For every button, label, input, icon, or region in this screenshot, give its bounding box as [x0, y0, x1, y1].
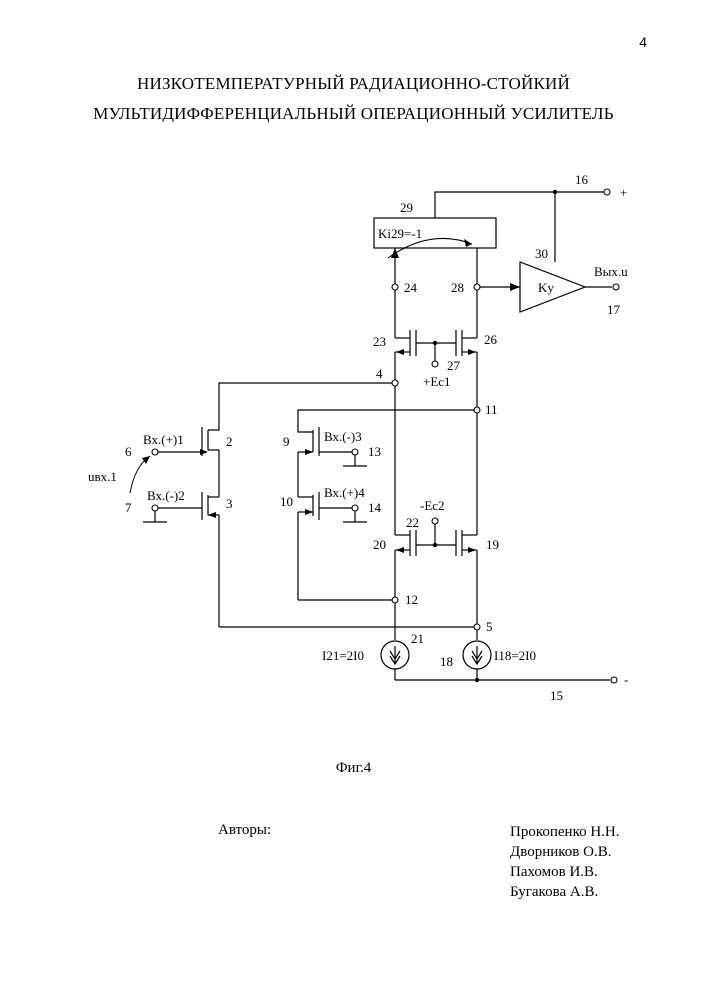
label-12: 12 — [405, 592, 418, 607]
current-source-arrows — [390, 646, 482, 664]
label-9: 9 — [283, 434, 290, 449]
label-i18: I18=2I0 — [494, 648, 536, 663]
author-name: Прокопенко Н.Н. — [510, 822, 620, 842]
circuit-wires — [143, 192, 612, 680]
label-5: 5 — [486, 619, 493, 634]
label-27: 27 — [447, 358, 461, 373]
label-in1: Вх.(+)1 — [143, 432, 184, 447]
label-28: 28 — [451, 280, 464, 295]
author-name: Пахомов И.В. — [510, 862, 620, 882]
label-amp30: Kу — [538, 280, 554, 295]
label-ec2: -Ec2 — [420, 498, 445, 513]
label-30: 30 — [535, 246, 548, 261]
label-4: 4 — [376, 366, 383, 381]
label-17: 17 — [607, 302, 621, 317]
label-23: 23 — [373, 334, 386, 349]
label-15: 15 — [550, 688, 563, 703]
label-14: 14 — [368, 500, 382, 515]
author-name: Дворников О.В. — [510, 842, 620, 862]
label-16: 16 — [575, 172, 589, 187]
label-in4: Вх.(+)4 — [324, 485, 365, 500]
label-19: 19 — [486, 537, 499, 552]
label-18: 18 — [440, 654, 453, 669]
label-6: 6 — [125, 444, 132, 459]
authors-list: Прокопенко Н.Н. Дворников О.В. Пахомов И… — [510, 822, 620, 902]
label-10: 10 — [280, 494, 293, 509]
label-11: 11 — [485, 402, 498, 417]
label-29: 29 — [400, 200, 413, 215]
diagram-labels: 29 Ki29=-1 16 + 30 Kу Вых.u 17 24 28 23 … — [88, 172, 628, 703]
label-26: 26 — [484, 332, 498, 347]
label-13: 13 — [368, 444, 381, 459]
label-2: 2 — [226, 434, 233, 449]
label-21: 21 — [411, 631, 424, 646]
label-ec1: +Ec1 — [423, 374, 451, 389]
label-block29: Ki29=-1 — [378, 226, 422, 241]
label-minus: - — [624, 672, 628, 687]
label-24: 24 — [404, 280, 418, 295]
author-name: Бугакова А.В. — [510, 882, 620, 902]
label-22: 22 — [406, 515, 419, 530]
label-20: 20 — [373, 537, 386, 552]
figure-caption: Фиг.4 — [0, 760, 707, 777]
authors-label: Авторы: — [218, 822, 271, 839]
label-out: Вых.u — [594, 264, 628, 279]
label-uin: uвх.1 — [88, 469, 117, 484]
label-i21: I21=2I0 — [322, 648, 364, 663]
label-plus: + — [620, 185, 627, 200]
label-3: 3 — [226, 496, 233, 511]
label-7: 7 — [125, 500, 132, 515]
label-in2: Вх.(-)2 — [147, 488, 185, 503]
label-in3: Вх.(-)3 — [324, 429, 362, 444]
